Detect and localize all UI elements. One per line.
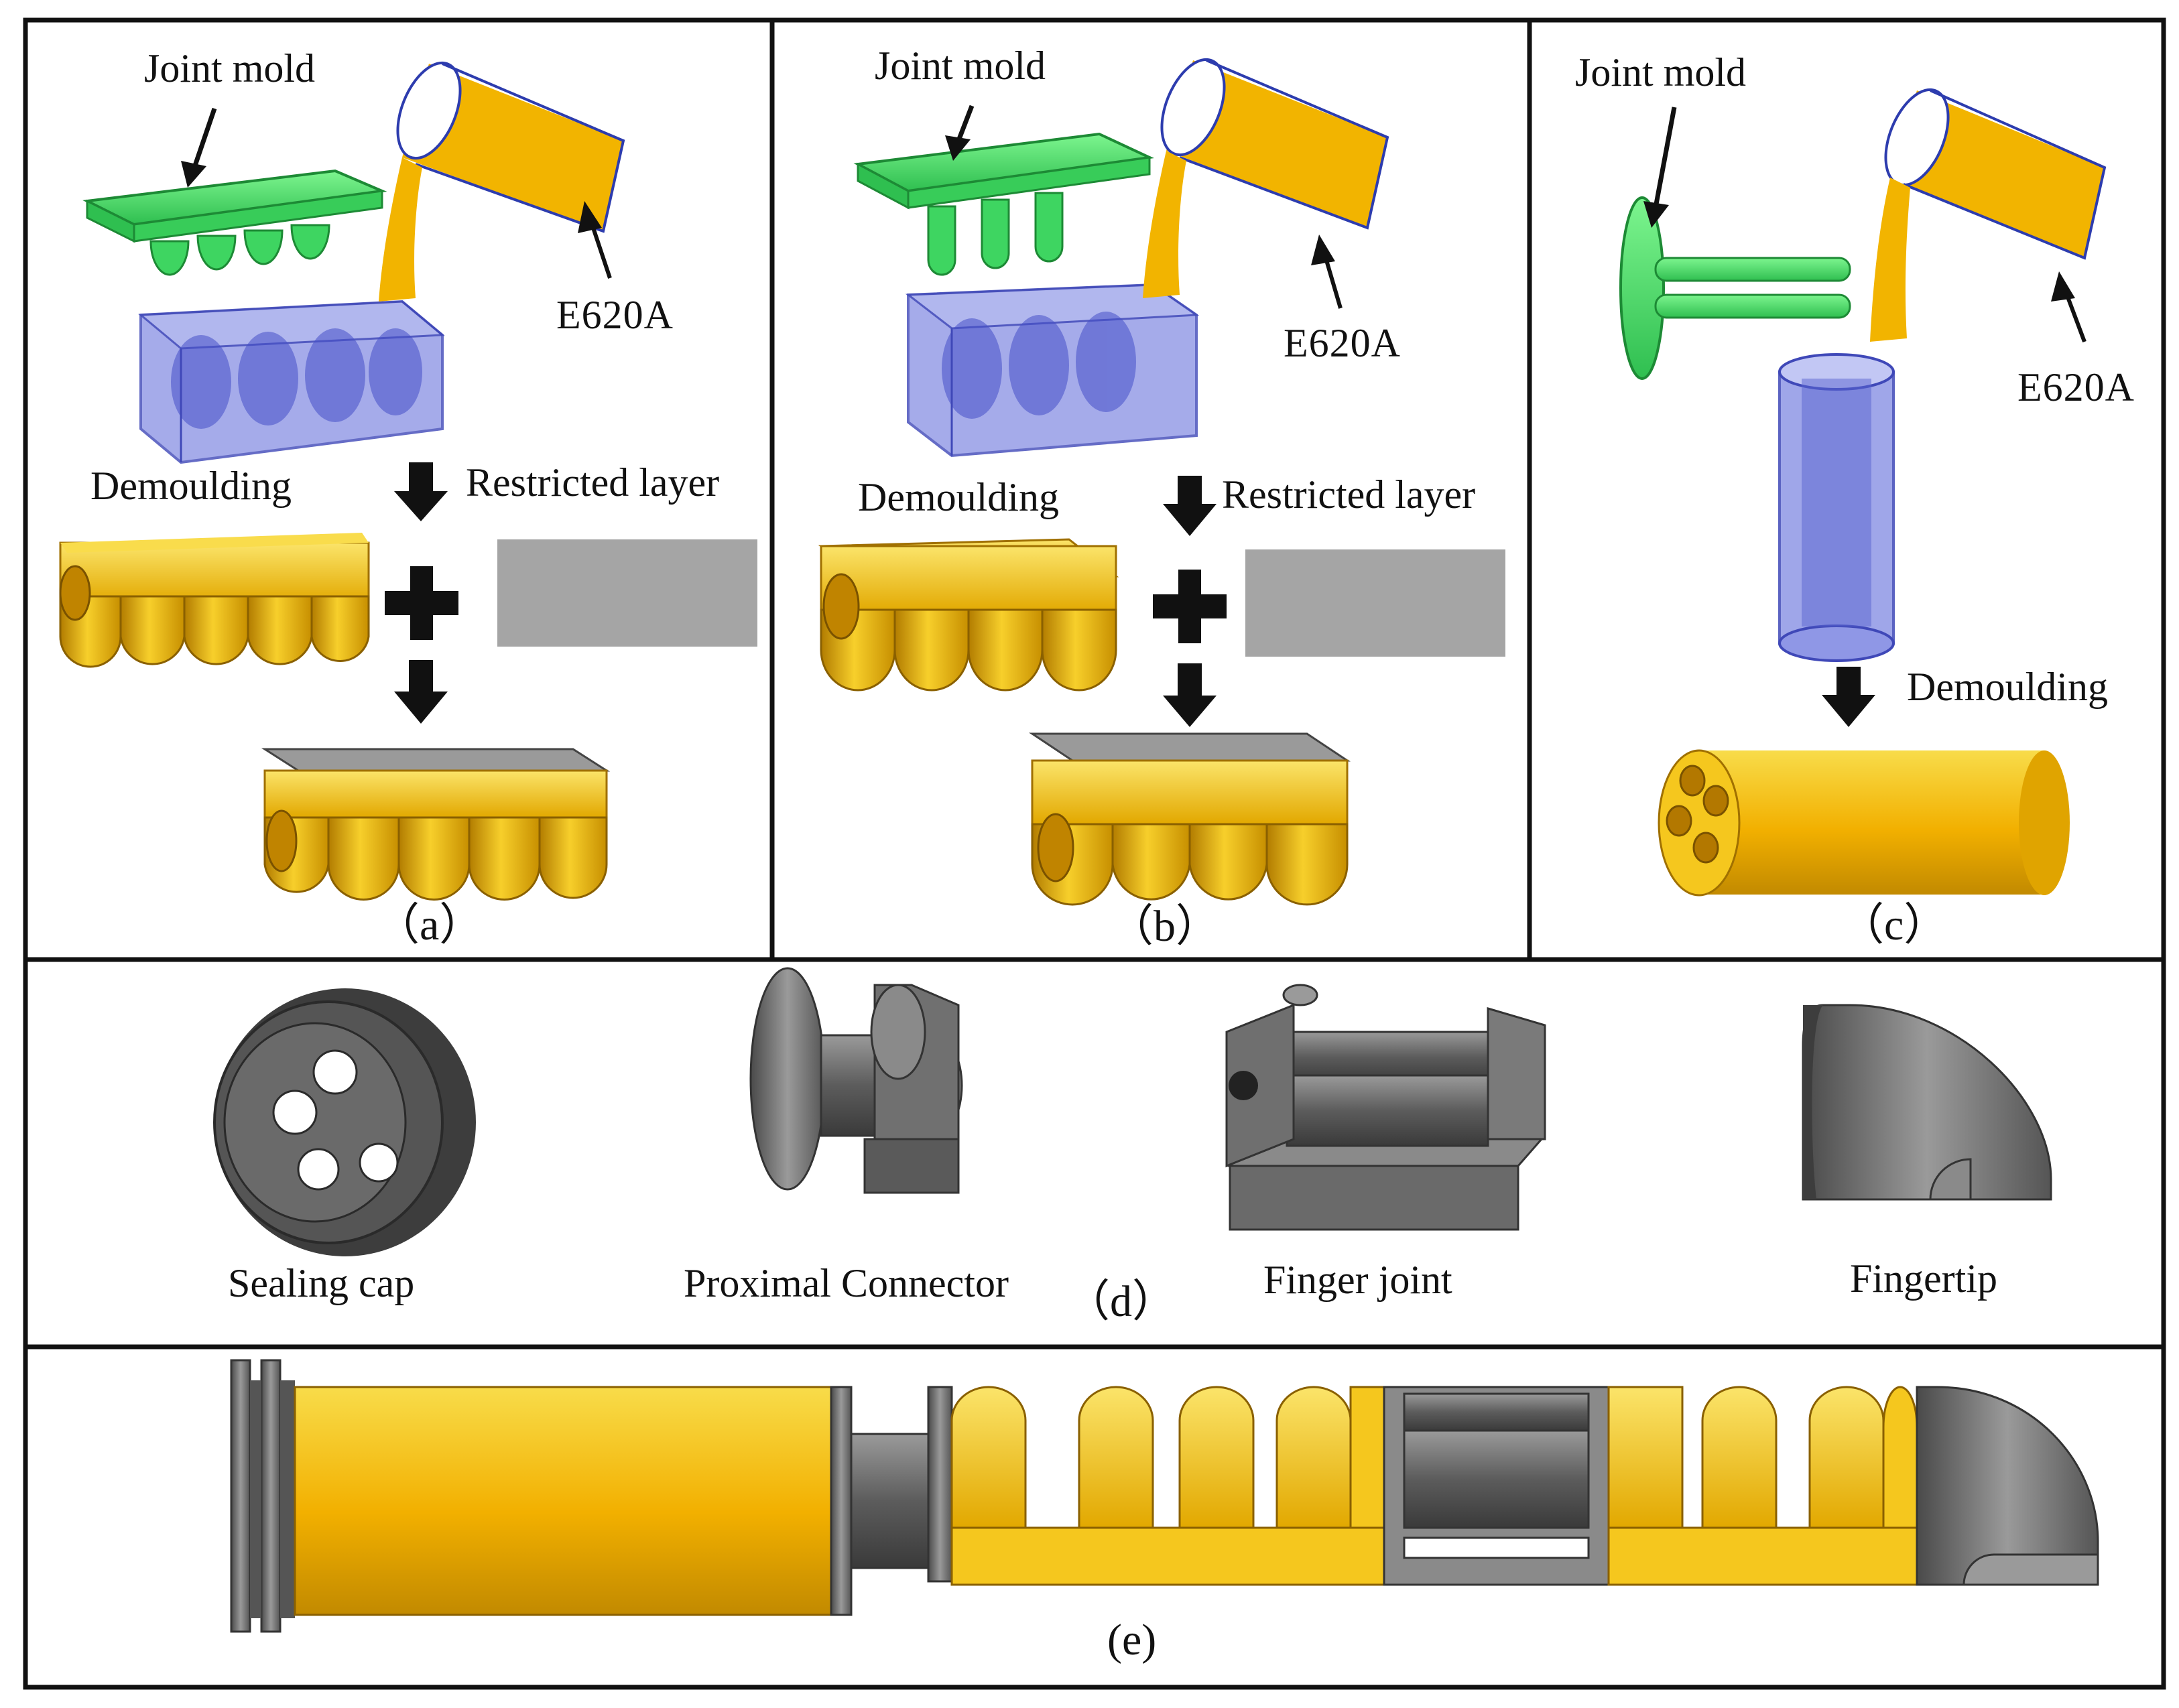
finger-joint-part [1225,984,1546,1231]
proximal-connector-part [749,967,963,1194]
panel-b [818,58,1505,906]
part-label-proximal-connector: Proximal Connector [684,1261,1009,1305]
panel-frames [23,17,2166,1690]
assembly-joint-2 [1607,1386,1918,1586]
demoulded-joint-b [818,538,1119,692]
part-label-fingertip: Fingertip [1850,1256,1997,1301]
pouring-cup-a [379,61,625,302]
joint-mold-arrow-b [945,105,975,161]
panel-tag-c: （c） [1840,901,1948,949]
assembly-finger-joint [1383,1386,1610,1586]
fingertip-part [1802,1004,2052,1201]
plus-sign-b [1153,570,1227,643]
material-label-b: E620A [1284,321,1401,365]
sealing-cap-part [213,988,476,1256]
final-cylinder-c [1658,749,2070,897]
assembly-cylinder [294,1386,832,1616]
panel-a [59,61,757,901]
joint-mold-a [82,169,387,276]
assembly-proximal-connector [850,1433,930,1569]
panel-tag-a: （a） [375,901,484,949]
demoulded-joint-a [59,533,370,668]
part-label-finger-joint: Finger joint [1263,1258,1452,1302]
material-arrow-c [2051,271,2087,343]
down-arrow-a-1 [394,462,448,521]
demoulding-label-c: Demoulding [1907,665,2108,709]
joint-mold-label-c: Joint mold [1575,50,1747,94]
assembly-fingertip [1916,1386,2099,1586]
assembly-joint-1 [950,1386,1385,1586]
material-label-a: E620A [556,293,674,337]
down-arrow-a-2 [394,660,448,724]
container-mold-a [138,300,445,464]
pouring-cup-c [1870,88,2107,342]
demoulding-label-a: Demoulding [90,464,292,508]
restricted-layer-a [497,539,757,647]
container-mold-b [905,283,1200,458]
joint-mold-label-b: Joint mold [875,44,1046,88]
assembly-connector-flange [927,1386,953,1583]
panel-e [230,1359,2099,1633]
plus-sign-a [385,566,458,640]
final-joint-b [1029,732,1351,906]
pouring-cup-b [1143,58,1389,298]
joint-mold-c [1619,196,1851,380]
material-label-c: E620A [2017,365,2135,409]
assembly-cylinder-ring [830,1386,853,1616]
joint-mold-arrow-a [181,107,217,188]
demoulding-label-b: Demoulding [858,475,1059,519]
restricted-layer-label-b: Restricted layer [1222,472,1476,517]
joint-mold-arrow-c [1643,107,1677,228]
panel-d [213,967,2052,1256]
restricted-layer-label-a: Restricted layer [466,460,720,505]
joint-mold-b [853,132,1154,276]
down-arrow-c [1822,667,1875,727]
down-arrow-b-2 [1163,663,1217,727]
joint-mold-label-a: Joint mold [144,46,316,90]
panel-tag-e: (e) [1107,1616,1157,1664]
panel-tag-d: （d） [1066,1277,1176,1326]
material-arrow-b [1311,235,1343,309]
panel-tag-b: （b） [1109,902,1220,951]
restricted-layer-b [1245,549,1505,657]
down-arrow-b-1 [1163,476,1217,536]
panel-c [1619,88,2107,897]
material-arrow-a [578,201,612,279]
part-label-sealing-cap: Sealing cap [228,1261,415,1305]
final-joint-a [261,748,611,901]
container-mold-c [1778,353,1895,662]
assembly-sealing-cap [230,1359,295,1633]
